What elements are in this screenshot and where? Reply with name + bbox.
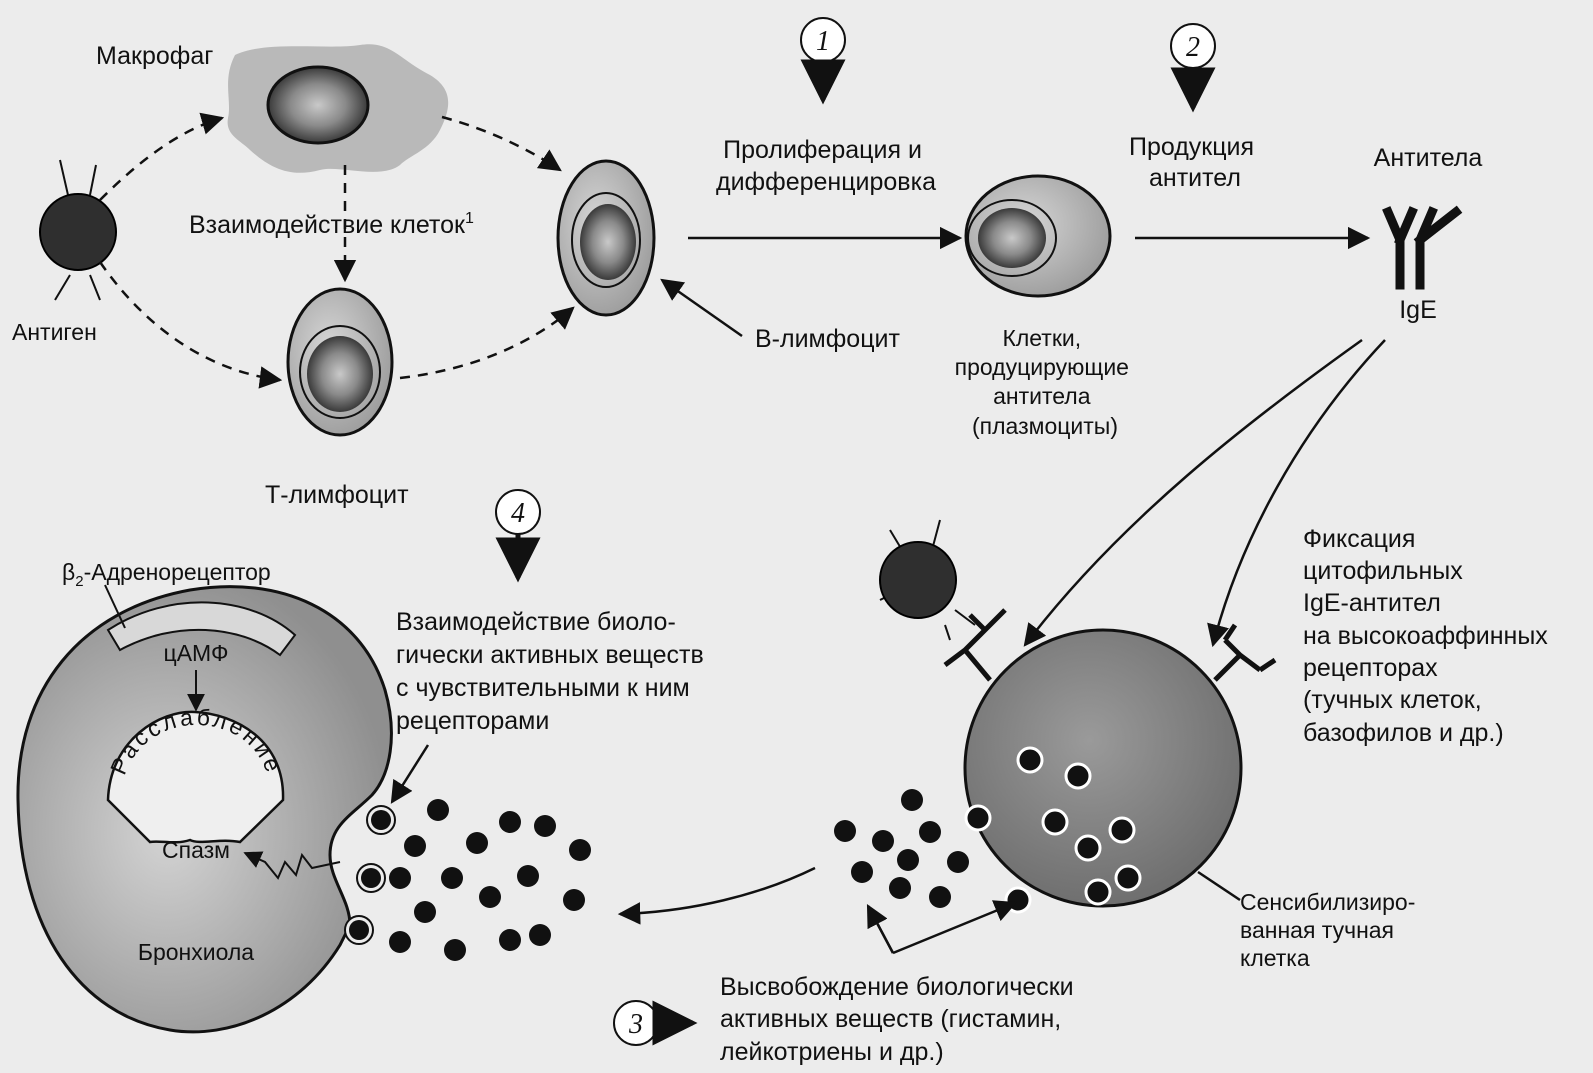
step-2-number: 2 <box>1186 32 1200 63</box>
sensitized-mast-label: Сенсибилизиро- ванная тучная клетка <box>1240 889 1422 971</box>
ige-label: IgE <box>1399 296 1437 324</box>
bronchiole-label: Бронхиола <box>138 939 254 965</box>
proliferation-label: Пролиферация и дифференцировка <box>716 136 936 196</box>
step-4-number: 4 <box>511 498 525 529</box>
camp-label: цАМФ <box>164 640 229 666</box>
t-lymphocyte-label: Т-лимфоцит <box>265 481 409 509</box>
fixation-label: Фиксация цитофильных IgE-антител на высо… <box>1303 525 1555 747</box>
antigen-particle <box>40 160 116 300</box>
antibodies-label: Антитела <box>1374 144 1483 172</box>
t-lymphocyte-cell <box>288 289 392 435</box>
plasma-cell <box>966 176 1110 296</box>
bio-interaction-label: Взаимодействие биоло- гически активных в… <box>396 608 711 735</box>
b-lymphocyte-pointer <box>662 280 742 336</box>
to-bronchiole-arrow <box>620 868 815 914</box>
cell-interaction-label: Взаимодействие клеток1 <box>189 210 474 239</box>
spasm-label: Спазм <box>162 837 230 863</box>
bio-interaction-pointer <box>392 745 428 802</box>
release-label: Высвобождение биологически активных веще… <box>720 973 1081 1066</box>
antigen-label: Антиген <box>12 319 97 345</box>
macrophage-label: Макрофаг <box>96 42 213 70</box>
b-lymphocyte-label: В-лимфоцит <box>755 325 900 353</box>
mast-cell-pointer <box>1198 872 1240 900</box>
step-2-marker: 2 <box>1171 24 1215 108</box>
plasma-cells-label: Клетки, продуцирующие антитела (плазмоци… <box>955 325 1136 439</box>
mast-cell <box>945 610 1275 912</box>
released-granules-right <box>834 789 969 908</box>
step-3-marker: 3 <box>614 1001 693 1045</box>
step-1-marker: 1 <box>801 18 845 100</box>
step-3-number: 3 <box>628 1009 643 1040</box>
antigen-particle-bound <box>880 520 975 640</box>
ige-antibody-icon <box>1388 212 1456 285</box>
step-4-marker: 4 <box>496 490 540 578</box>
b-lymphocyte-cell <box>558 161 654 315</box>
antibody-production-label: Продукция антител <box>1129 133 1261 192</box>
macrophage-cell <box>228 44 449 173</box>
step-1-number: 1 <box>816 26 830 57</box>
